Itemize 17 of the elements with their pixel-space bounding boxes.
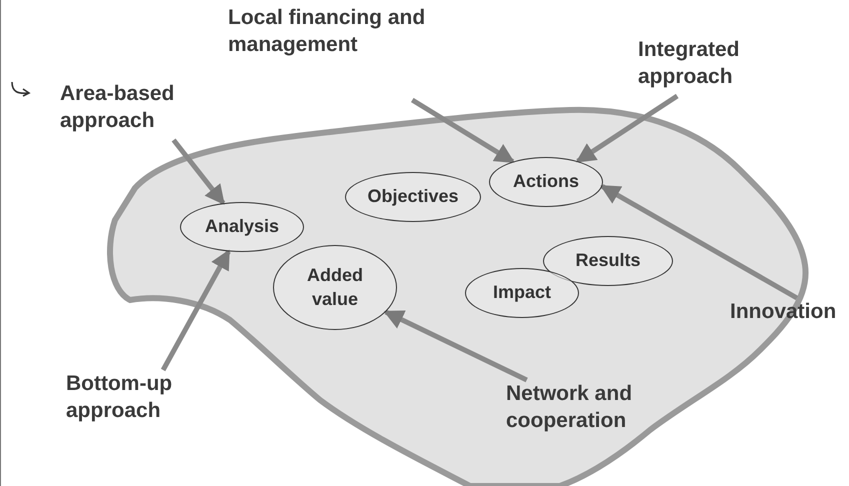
arrow [576,94,679,164]
factor-label: Area-based approach [60,81,176,134]
factor-label: Integrated approach [638,37,741,90]
node-label: Objectives [367,185,459,208]
arrow [172,138,226,206]
arrow [383,310,528,382]
factor-label: Network and cooperation [506,381,634,434]
node-label: Results [575,249,641,272]
arrow [410,98,515,164]
node-label: Added value [306,264,364,310]
node-label: Actions [512,170,579,194]
arrow [160,249,231,372]
node-label: Impact [492,281,552,304]
node-label: Analysis [204,215,280,238]
factor-label: Bottom-up approach [66,371,174,424]
factor-label: Local financing and management [228,5,426,58]
factor-label: Innovation [730,299,836,325]
